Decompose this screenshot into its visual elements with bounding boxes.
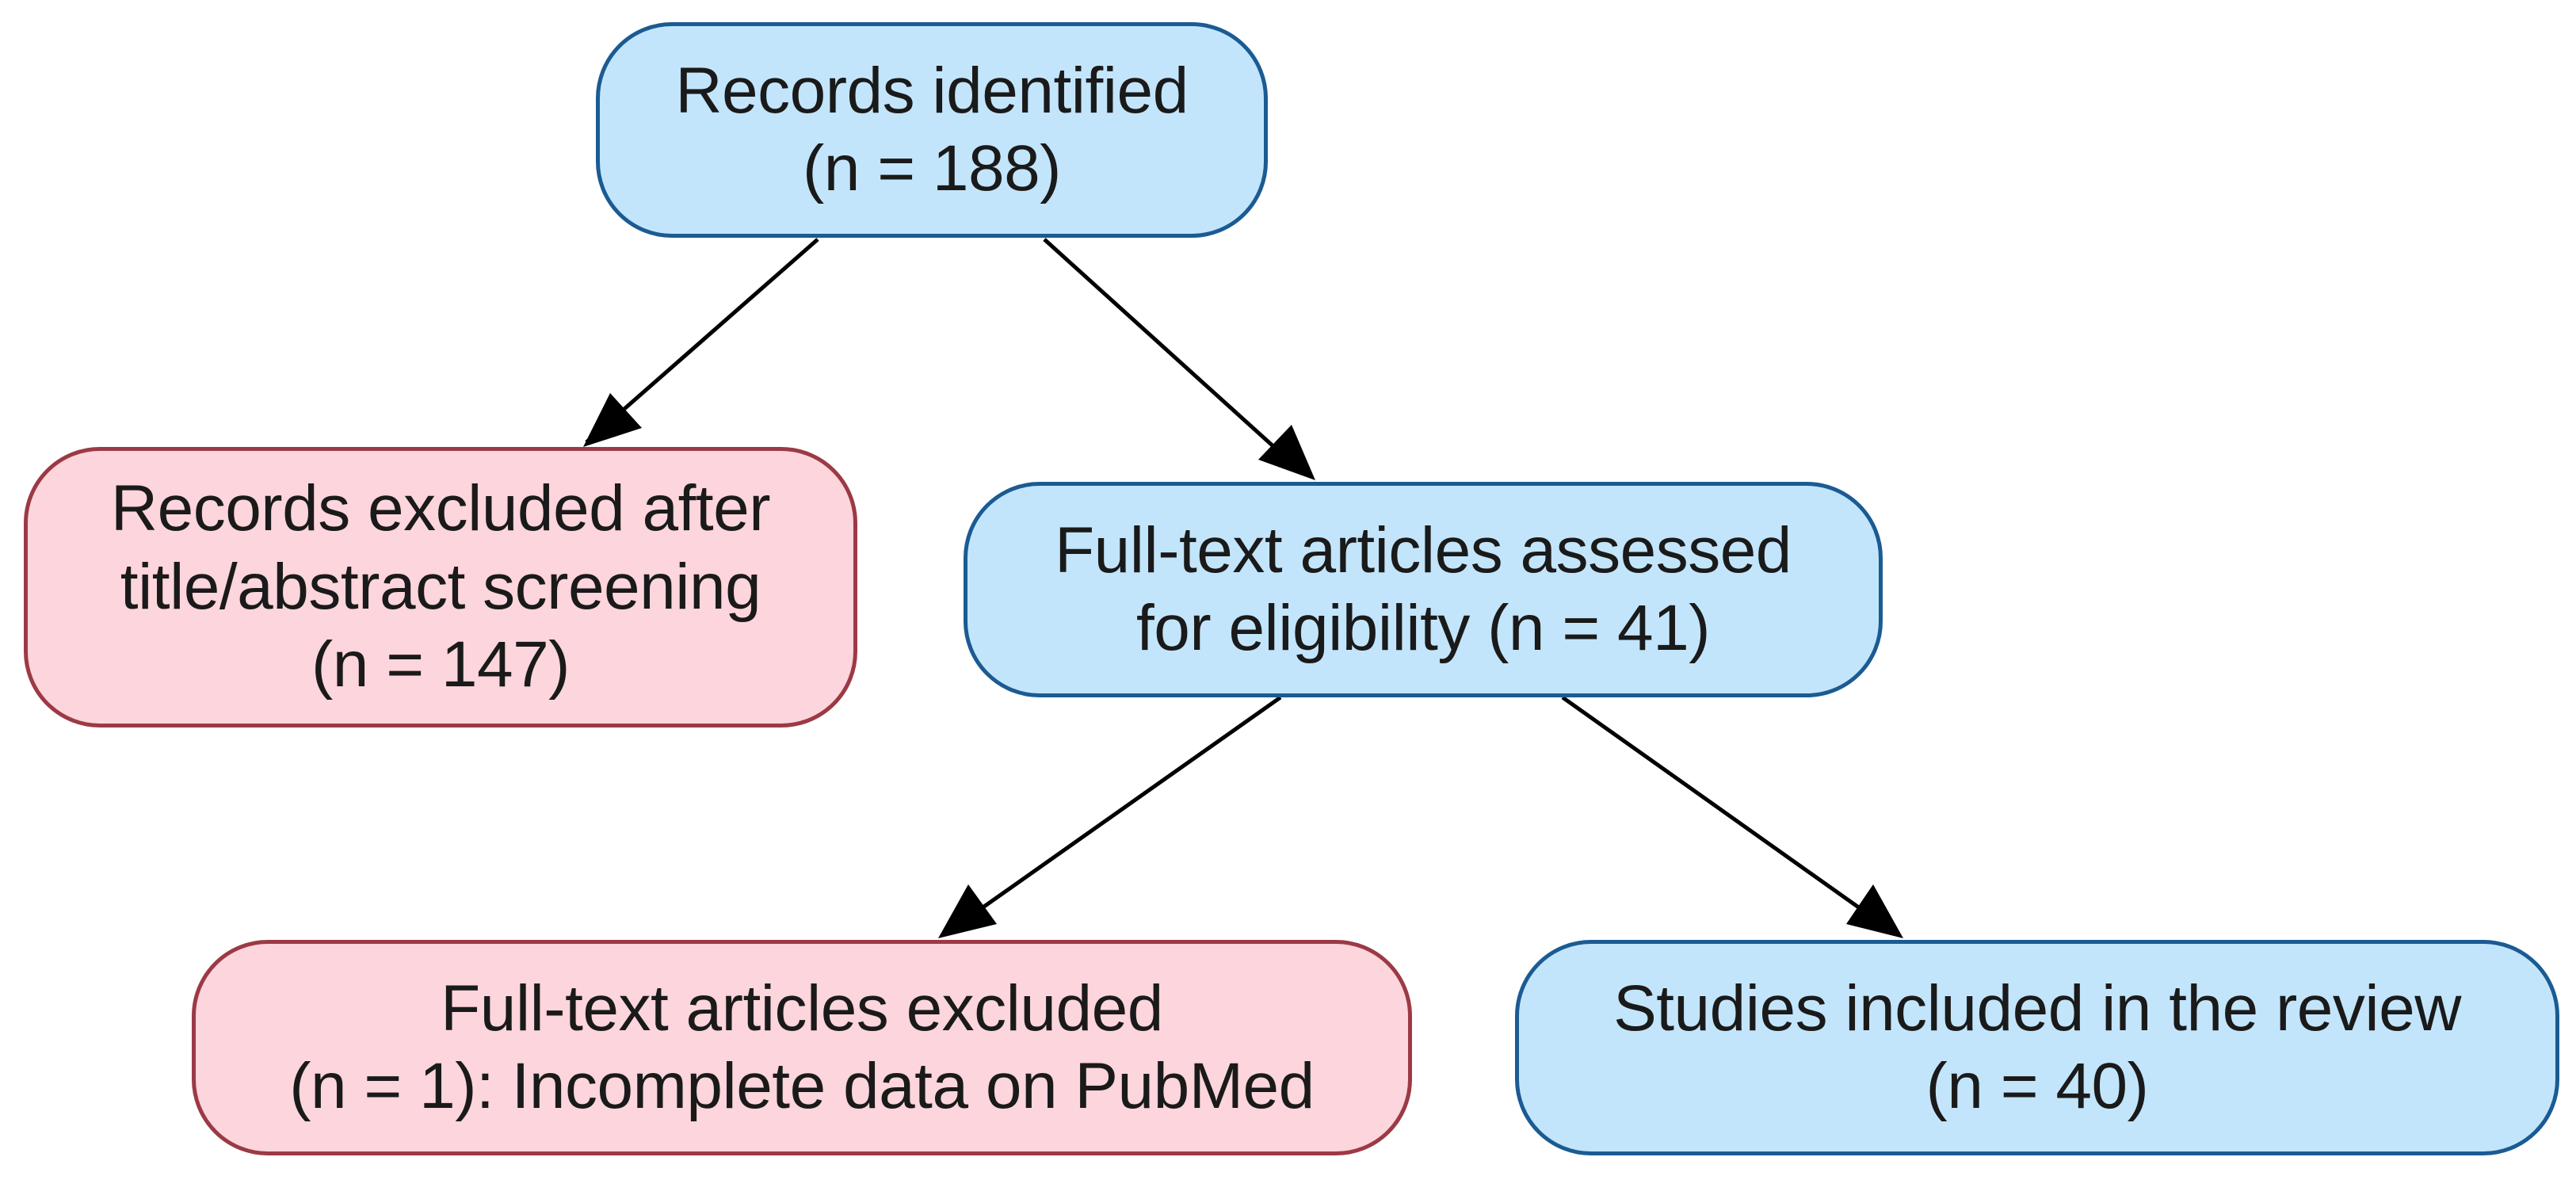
records-identified-count: (n = 188) — [803, 132, 1061, 204]
studies-included-box: Studies included in the review (n = 40) — [1515, 940, 2559, 1155]
arrowhead-excluded-screening — [583, 393, 642, 447]
arrowhead-included — [1846, 884, 1903, 938]
records-excluded-screening-line-2: title/abstract screening — [120, 550, 761, 623]
fulltext-excluded-line-1: Full-text articles excluded — [441, 972, 1163, 1044]
records-identified-title: Records identified — [675, 54, 1189, 127]
fulltext-excluded-line-2: (n = 1): Incomplete data on PubMed — [289, 1050, 1315, 1122]
studies-included-count: (n = 40) — [1925, 1050, 2149, 1122]
fulltext-assessed-line-2: for eligibility (n = 41) — [1135, 592, 1711, 664]
arrow-assessed-to-included — [1561, 695, 1875, 920]
records-excluded-screening-line-1: Records excluded after — [110, 472, 771, 545]
records-excluded-screening-count: (n = 147) — [311, 628, 570, 701]
records-identified-box: Records identified (n = 188) — [596, 22, 1268, 238]
fulltext-assessed-line-1: Full-text articles assessed — [1055, 514, 1792, 586]
studies-included-line-1: Studies included in the review — [1613, 972, 2461, 1044]
arrowhead-assessed — [1258, 425, 1315, 480]
records-excluded-screening-box: Records excluded after title/abstract sc… — [24, 447, 857, 727]
arrowhead-excluded-fulltext — [938, 884, 997, 938]
fulltext-excluded-box: Full-text articles excluded (n = 1): Inc… — [192, 940, 1412, 1155]
fulltext-assessed-box: Full-text articles assessed for eligibil… — [964, 482, 1883, 697]
arrow-identified-to-assessed — [1043, 238, 1293, 464]
arrow-identified-to-excluded-screening — [585, 238, 819, 444]
arrow-assessed-to-excluded-fulltext — [967, 695, 1282, 920]
